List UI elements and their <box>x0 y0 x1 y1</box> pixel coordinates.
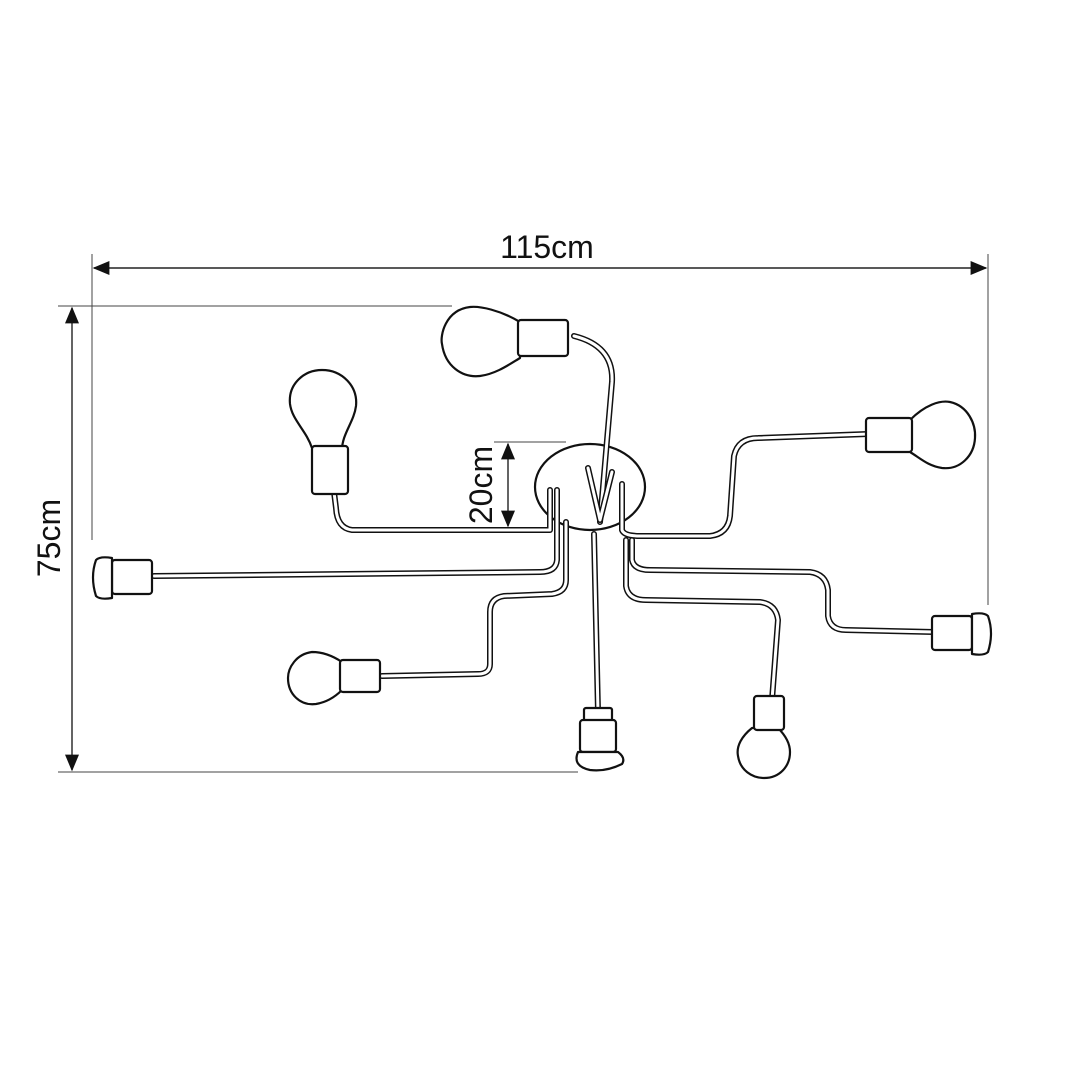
width-dimension: 115cm <box>91 229 989 605</box>
bulb-lower-right <box>736 694 792 780</box>
chandelier-fixture <box>91 305 993 780</box>
bulb-upper-right <box>864 400 977 470</box>
width-label: 115cm <box>500 229 594 265</box>
bulb-top <box>440 305 570 378</box>
socket-left <box>91 556 154 600</box>
bulb-upper-left <box>288 368 358 496</box>
socket-right <box>930 612 993 656</box>
height-dimension: 75cm <box>31 305 578 773</box>
height-label: 75cm <box>31 499 67 577</box>
arms <box>151 333 937 715</box>
bulb-lower-left <box>286 650 382 706</box>
canopy-dimension: 20cm <box>463 441 566 529</box>
socket-bottom <box>575 706 625 772</box>
canopy-label: 20cm <box>463 446 499 524</box>
